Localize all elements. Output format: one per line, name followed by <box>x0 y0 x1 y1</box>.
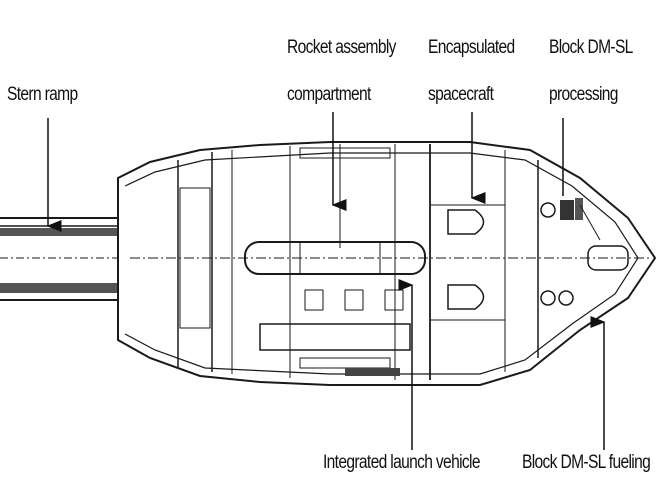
launch-vehicle-stages <box>244 241 426 376</box>
block-processing-label-line2: processing <box>549 84 618 105</box>
spacecraft-capsules <box>447 209 485 310</box>
block-processing-label-line1: Block DM-SL <box>549 37 633 58</box>
block-fueling-label: Block DM-SL fueling <box>522 452 651 473</box>
encapsulated-spacecraft-label-line2: spacecraft <box>428 84 494 105</box>
integrated-launch-vehicle-label: Integrated launch vehicle <box>323 452 480 473</box>
block-dm-sl-equipment <box>540 198 629 306</box>
stern-ramp-structure <box>0 217 118 301</box>
stern-ramp-label: Stern ramp <box>7 84 78 105</box>
ship-hull-outline <box>117 141 657 386</box>
leader-arrows <box>46 112 606 450</box>
rocket-assembly-label-line2: compartment <box>287 84 371 105</box>
encapsulated-spacecraft-label-line1: Encapsulated <box>428 37 515 58</box>
rocket-assembly-label-line1: Rocket assembly <box>287 37 396 58</box>
bulkheads <box>177 144 539 380</box>
